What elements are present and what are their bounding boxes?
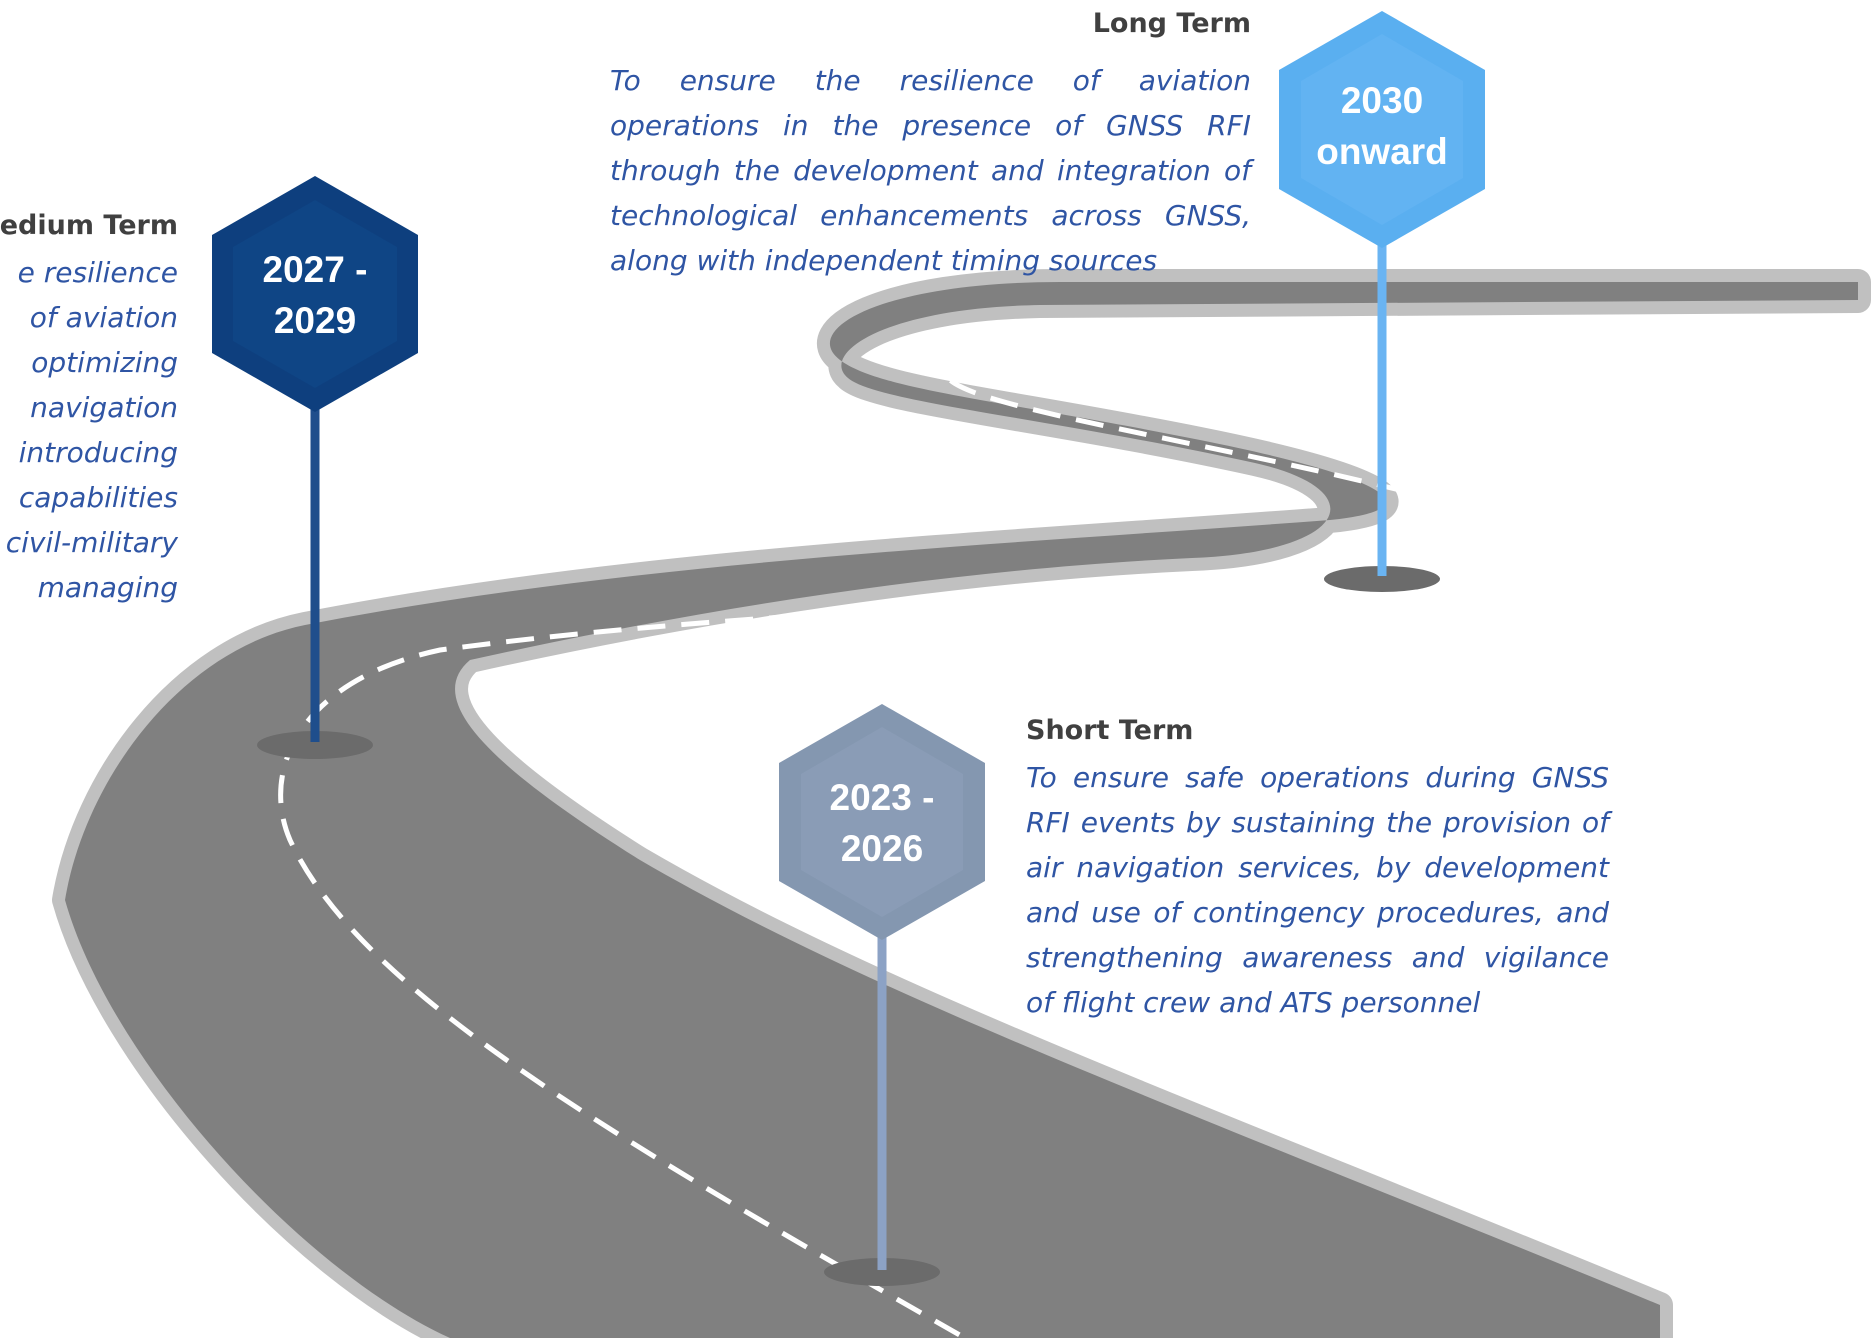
medium-desc-line-5: introducing: [18, 436, 178, 469]
period-long-line2: onward: [1316, 131, 1448, 172]
period-label-long: 2030 onward: [1282, 75, 1482, 177]
medium-desc-line-1: e resilience: [17, 256, 178, 289]
short-term-title: Short Term: [1026, 715, 1194, 746]
pin-base-long: [1324, 566, 1440, 592]
road-surface: [65, 282, 1858, 1338]
short-term-description: To ensure safe operations during GNSS RF…: [1026, 761, 1609, 1019]
period-label-short: 2023 - 2026: [782, 772, 982, 874]
medium-term-description: e resilience of aviation optimizing navi…: [0, 250, 178, 610]
period-medium-line2: 2029: [273, 300, 357, 341]
period-long-line1: 2030: [1340, 80, 1424, 121]
period-medium-line1: 2027 -: [262, 249, 368, 290]
medium-desc-line-2: of aviation: [29, 301, 178, 334]
medium-desc-line-4: navigation: [30, 391, 178, 424]
hexagon-inner-short: [801, 727, 963, 917]
pin-base-medium: [257, 731, 373, 759]
medium-desc-line-8: managing: [37, 571, 178, 604]
road-center-line: [278, 315, 1841, 1338]
medium-desc-line-3: optimizing: [31, 346, 178, 379]
period-short-line2: 2026: [840, 828, 924, 869]
period-label-medium: 2027 - 2029: [215, 244, 415, 346]
medium-desc-line-6: capabilities: [18, 481, 178, 514]
medium-term-title: edium Term: [0, 210, 178, 241]
medium-desc-line-7: civil-military: [5, 526, 178, 559]
period-short-line1: 2023 -: [829, 777, 935, 818]
long-term-description: To ensure the resilience of aviation ope…: [610, 64, 1251, 277]
hexagon-inner-long: [1301, 34, 1463, 225]
hexagon-inner-medium: [233, 200, 397, 388]
long-term-title: Long Term: [1092, 8, 1251, 39]
pin-base-short: [824, 1258, 940, 1286]
